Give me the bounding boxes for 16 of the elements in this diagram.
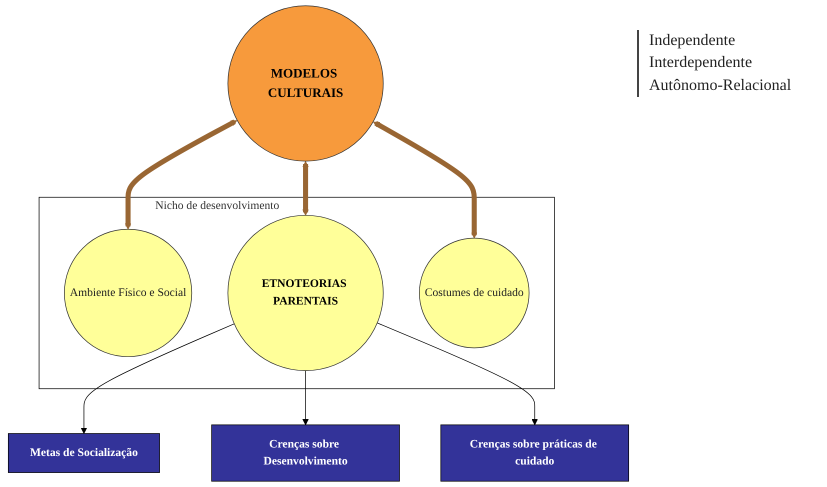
node-box: Metas de Socialização [8,433,160,473]
list-item: Autônomo-Relacional [649,76,792,96]
arrow [373,121,478,238]
arrow [376,322,538,426]
node-circle: MODELOS CULTURAIS [228,5,384,162]
arrow [302,161,309,216]
arrow [302,370,309,426]
node-circle: Costumes de cuidado [419,238,530,348]
node-box: Crenças sobre práticas de cuidado [440,424,630,482]
arrow [80,323,235,434]
node-circle: Ambiente Físico e Social [64,228,192,358]
node-circle: ETNOTEORIAS PARENTAIS [228,214,384,372]
node-box: Crenças sobre Desenvolvimento [211,424,400,482]
list-item: Interdependente [649,53,754,74]
arrow [124,119,238,230]
list-item: Independente [649,31,736,51]
